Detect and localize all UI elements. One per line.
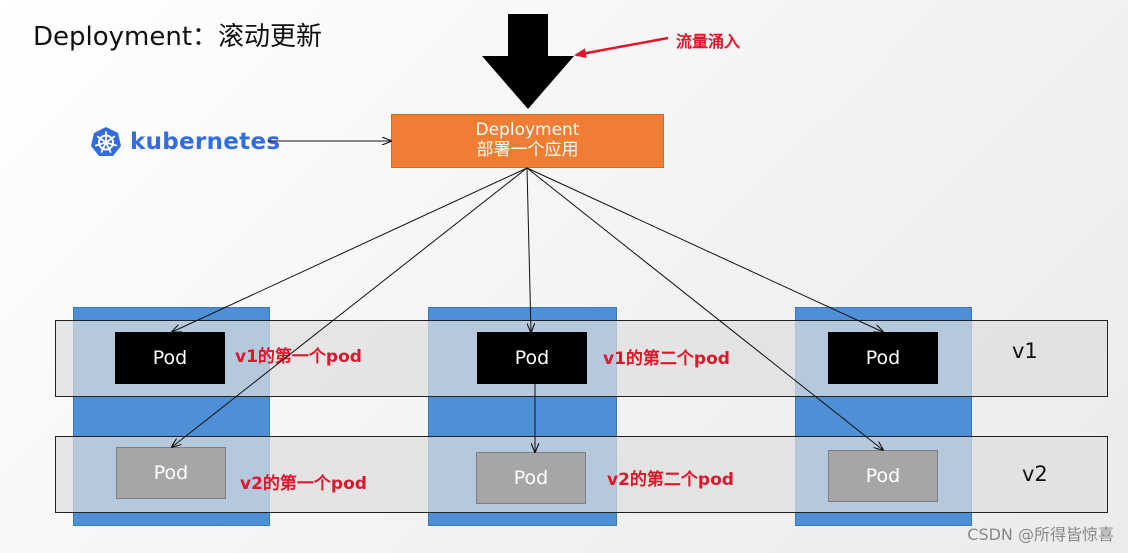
pod-v2-2: Pod xyxy=(476,452,586,504)
arrow-deploy-to-pod-v2-3 xyxy=(526,167,883,450)
page-title: Deployment：滚动更新 xyxy=(33,22,323,52)
kubernetes-helm-icon xyxy=(91,127,121,156)
arrow-deploy-to-pod-v1-1 xyxy=(172,167,528,332)
traffic-down-arrow-icon xyxy=(482,14,574,109)
pod-v2-3: Pod xyxy=(828,450,938,502)
label-v1-first-pod: v1的第一个pod xyxy=(235,347,362,367)
watermark: CSDN @所得皆惊喜 xyxy=(967,525,1114,544)
label-v2-second-pod: v2的第二个pod xyxy=(607,470,734,490)
pod-v1-2: Pod xyxy=(477,332,587,384)
version-label-v2: v2 xyxy=(1022,462,1048,486)
deployment-box: Deployment 部署一个应用 xyxy=(391,114,664,168)
label-v2-first-pod: v2的第一个pod xyxy=(240,474,367,494)
deployment-box-subtitle: 部署一个应用 xyxy=(476,140,579,161)
kubernetes-logo: kubernetes xyxy=(90,126,280,158)
kubernetes-logo-text: kubernetes xyxy=(130,129,281,155)
version-label-v1: v1 xyxy=(1012,339,1038,363)
deployment-box-title: Deployment xyxy=(475,120,580,140)
arrow-deploy-to-pod-v1-2 xyxy=(526,167,531,332)
traffic-pointer-arrow xyxy=(574,36,669,59)
traffic-label: 流量涌入 xyxy=(676,32,741,51)
label-v1-second-pod: v1的第二个pod xyxy=(603,349,730,369)
arrow-deploy-to-pod-v1-3 xyxy=(526,167,883,332)
arrow-deploy-to-pod-v2-1 xyxy=(172,167,528,447)
